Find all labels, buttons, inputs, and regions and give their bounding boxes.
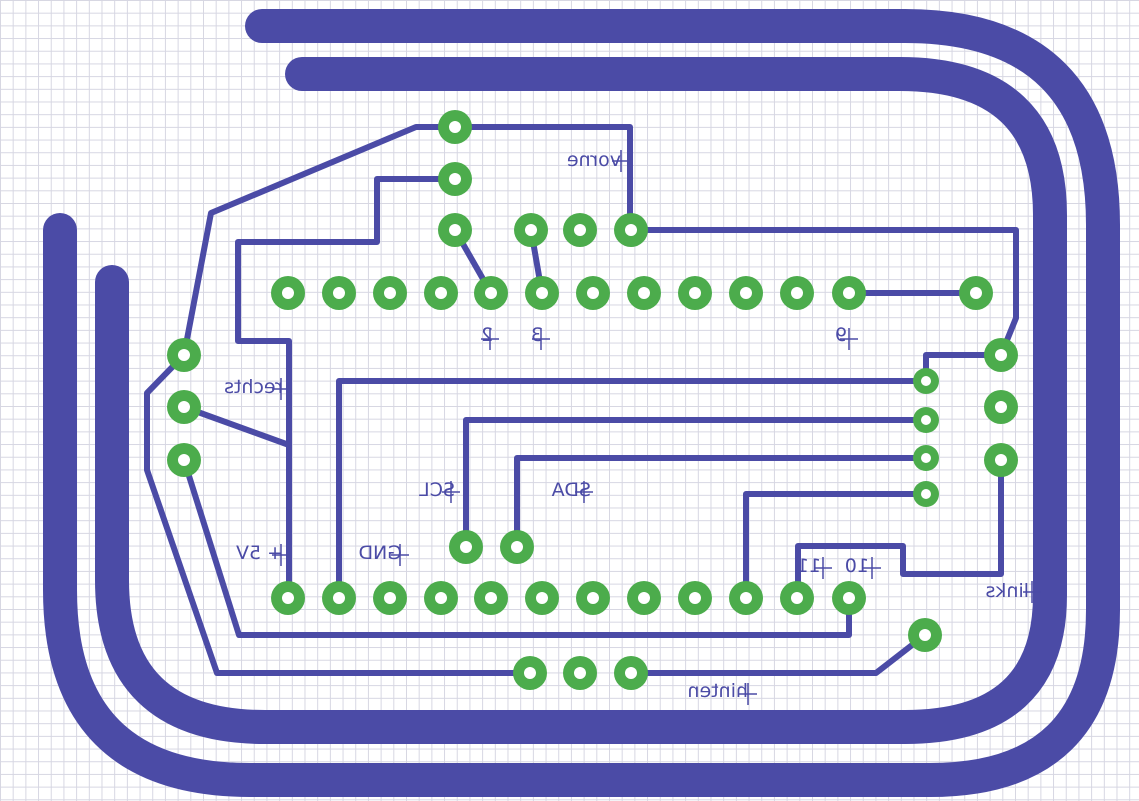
drill-hole bbox=[919, 629, 931, 641]
label-pin10: 10 bbox=[845, 555, 869, 577]
label-5v: + 5V bbox=[236, 542, 283, 564]
drill-hole bbox=[449, 224, 461, 236]
drill-hole bbox=[843, 287, 855, 299]
drill-hole bbox=[689, 287, 701, 299]
drill-hole bbox=[638, 287, 650, 299]
drill-hole bbox=[995, 349, 1007, 361]
label-links: links bbox=[985, 580, 1029, 602]
drill-hole bbox=[625, 224, 637, 236]
drill-hole bbox=[921, 453, 931, 463]
trace-pin11 bbox=[795, 457, 1004, 601]
drill-hole bbox=[740, 287, 752, 299]
drill-hole bbox=[536, 592, 548, 604]
drill-hole bbox=[638, 592, 650, 604]
trace-5v bbox=[235, 176, 458, 601]
drill-hole bbox=[178, 454, 190, 466]
silkscreen-marks bbox=[272, 150, 1041, 705]
silkscreen-labels: vorne rechts links hinten SCL SDA GND + … bbox=[224, 149, 1041, 705]
inner-ring-trace bbox=[95, 57, 1067, 744]
label-sda: SDA bbox=[552, 479, 591, 501]
drill-hole bbox=[625, 667, 637, 679]
label-gnd: GND bbox=[358, 542, 402, 564]
drill-hole bbox=[524, 667, 536, 679]
drill-hole bbox=[282, 287, 294, 299]
label-rechts: rechts bbox=[224, 376, 283, 398]
label-pin11: 11 bbox=[797, 555, 821, 577]
drill-hole bbox=[384, 592, 396, 604]
drill-hole bbox=[791, 592, 803, 604]
trace-vorne-left bbox=[181, 124, 458, 358]
drill-hole bbox=[333, 287, 345, 299]
drill-hole bbox=[485, 592, 497, 604]
pads bbox=[167, 110, 1018, 690]
drill-hole bbox=[333, 592, 345, 604]
drill-hole bbox=[511, 541, 523, 553]
label-pin9: 9 bbox=[835, 324, 847, 346]
trace-rechts-out bbox=[144, 352, 533, 676]
outer-wide-traces bbox=[43, 9, 1120, 797]
label-pin3: 3 bbox=[531, 324, 543, 346]
trace-rechts-lower bbox=[181, 457, 852, 638]
trace-sda bbox=[514, 455, 929, 550]
drill-hole bbox=[435, 287, 447, 299]
drill-hole bbox=[587, 592, 599, 604]
drill-hole bbox=[178, 401, 190, 413]
drill-hole bbox=[921, 415, 931, 425]
drill-hole bbox=[995, 454, 1007, 466]
drill-hole bbox=[574, 667, 586, 679]
trace-pin10 bbox=[743, 491, 929, 601]
label-pin2: 2 bbox=[481, 324, 493, 346]
drill-hole bbox=[282, 592, 294, 604]
drill-hole bbox=[791, 287, 803, 299]
outer-ring-trace bbox=[43, 9, 1120, 797]
drill-hole bbox=[460, 541, 472, 553]
drill-hole bbox=[536, 287, 548, 299]
trace-gnd bbox=[336, 378, 929, 601]
drill-hole bbox=[384, 287, 396, 299]
trace-hinten bbox=[628, 632, 928, 676]
drill-hole bbox=[178, 349, 190, 361]
drill-hole bbox=[921, 489, 931, 499]
drill-hole bbox=[449, 173, 461, 185]
trace-rechts-5v bbox=[181, 404, 292, 448]
drill-hole bbox=[485, 287, 497, 299]
drill-hole bbox=[587, 287, 599, 299]
drill-hole bbox=[574, 224, 586, 236]
drill-hole bbox=[970, 287, 982, 299]
trace-vorne-right bbox=[452, 124, 1019, 358]
label-vorne: vorne bbox=[567, 149, 621, 171]
drill-hole bbox=[995, 401, 1007, 413]
drill-hole bbox=[740, 592, 752, 604]
drill-hole bbox=[843, 592, 855, 604]
drill-hole bbox=[689, 592, 701, 604]
drill-hole bbox=[921, 376, 931, 386]
drill-hole bbox=[525, 224, 537, 236]
drill-hole bbox=[449, 121, 461, 133]
drill-hole bbox=[435, 592, 447, 604]
label-hinten: hinten bbox=[687, 680, 748, 702]
label-scl: SCL bbox=[419, 479, 455, 501]
trace-scl bbox=[463, 417, 929, 550]
